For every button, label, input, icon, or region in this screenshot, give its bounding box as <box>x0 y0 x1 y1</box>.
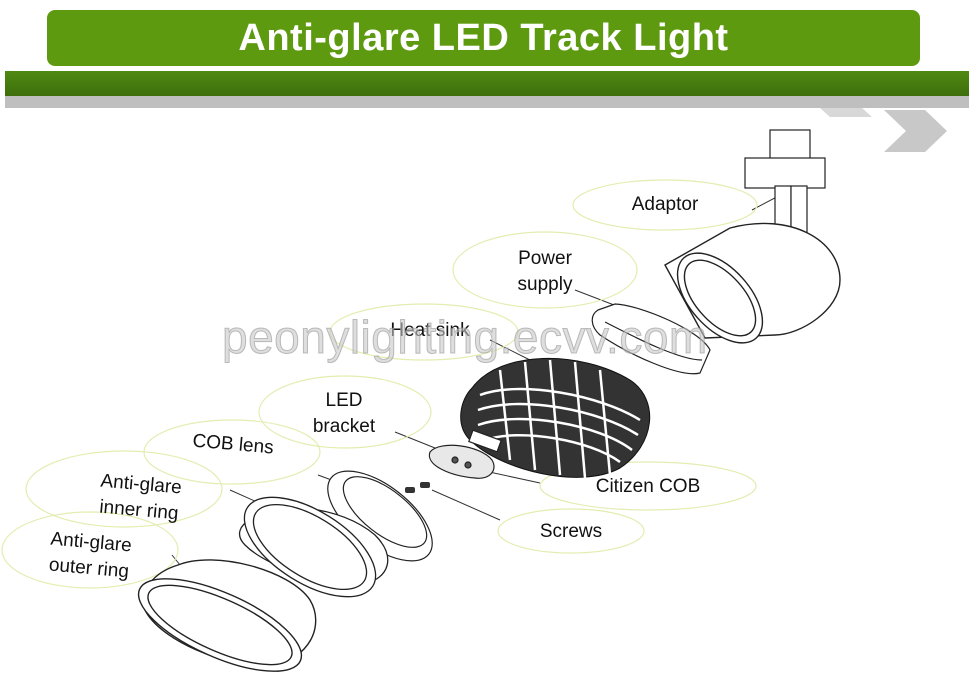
label-screws-text: Screws <box>539 521 603 542</box>
label-led-bracket-line1: LED <box>325 390 363 411</box>
header-green-band <box>5 71 969 96</box>
screws-part <box>405 482 430 493</box>
outer-ring-part <box>137 559 317 672</box>
label-citizen-cob-text: Citizen COB <box>595 476 701 497</box>
power-supply-part <box>591 303 711 375</box>
label-power-supply-line2: supply <box>517 274 573 295</box>
led-bracket-part <box>428 429 502 479</box>
label-adaptor: Adaptor <box>615 192 715 218</box>
chevron-arrow-icon <box>884 110 947 152</box>
title-bar: Anti-glare LED Track Light <box>47 10 920 66</box>
label-cob-lens-text: COB lens <box>191 430 275 459</box>
label-power-supply: Power supply <box>495 246 595 298</box>
inner-ring-part <box>238 496 389 598</box>
label-outer-ring: Anti-glare outer ring <box>33 525 147 586</box>
label-bubbles <box>1 179 758 589</box>
label-power-supply-line1: Power <box>518 248 572 269</box>
label-citizen-cob: Citizen COB <box>578 474 718 500</box>
page-title: Anti-glare LED Track Light <box>238 16 729 59</box>
heat-sink-part <box>460 358 651 479</box>
label-inner-ring: Anti-glare inner ring <box>83 467 197 528</box>
label-heat-sink: Heat sink <box>370 318 490 344</box>
housing-part <box>664 222 841 344</box>
header-gray-band <box>5 96 969 108</box>
label-led-bracket-line2: bracket <box>312 416 376 437</box>
label-adaptor-text: Adaptor <box>631 194 699 215</box>
watermark-text: peonylighting.ecvv.com <box>222 311 708 364</box>
label-screws: Screws <box>521 519 621 545</box>
label-heat-sink-text: Heat sink <box>390 320 470 341</box>
label-led-bracket: LED bracket <box>294 388 394 440</box>
chevron-arrow-shadow <box>820 108 872 117</box>
